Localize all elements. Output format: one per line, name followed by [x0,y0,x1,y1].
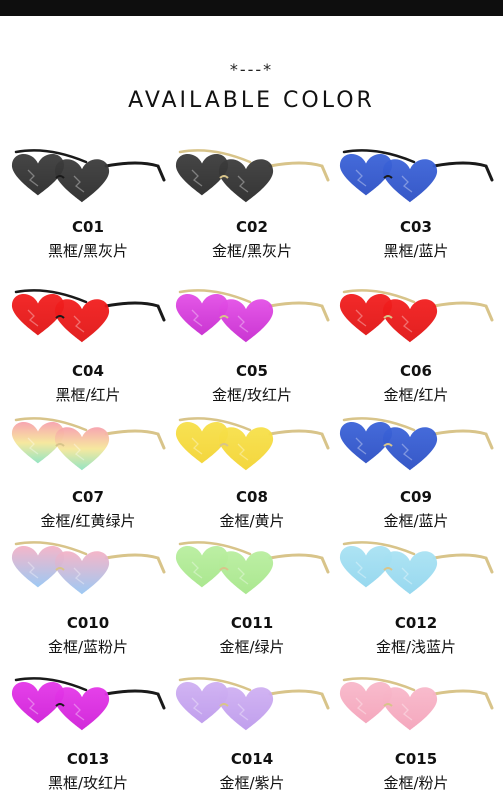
variant-description: 金框/黄片 [219,512,285,530]
variant-description: 金框/绿片 [219,638,285,656]
header-decoration: *---* [229,60,274,79]
variant-code: C015 [394,750,438,768]
variant-description: 黑框/红片 [55,386,121,404]
sunglasses-image [11,541,166,595]
sunglasses-image [339,289,494,343]
variant-code: C014 [230,750,274,768]
variant-code: C09 [400,488,432,506]
variant-description: 金框/红黄绿片 [40,512,136,530]
variant-description: 金框/紫片 [219,774,285,792]
variant-code: C012 [394,614,438,632]
sunglasses-image [11,677,166,731]
variant-code: C03 [400,218,432,236]
variant-description: 金框/黑灰片 [211,242,293,260]
sunglasses-image [11,149,166,203]
variant-code: C01 [72,218,104,236]
variant-code: C07 [72,488,104,506]
sunglasses-image [175,541,330,595]
variant-description: 金框/红片 [383,386,449,404]
variant-description: 黑框/玫红片 [47,774,129,792]
sunglasses-image [175,149,330,203]
variant-description: 金框/粉片 [383,774,449,792]
sunglasses-image [339,541,494,595]
variant-code: C08 [236,488,268,506]
variant-description: 金框/蓝粉片 [47,638,129,656]
sunglasses-image [339,677,494,731]
variant-code: C011 [230,614,274,632]
sunglasses-image [339,417,494,471]
variant-code: C06 [400,362,432,380]
variant-code: C02 [236,218,268,236]
variant-description: 黑框/黑灰片 [47,242,129,260]
page-title: AVAILABLE COLOR [128,88,375,113]
sunglasses-image [175,677,330,731]
variant-code: C010 [66,614,110,632]
variant-code: C013 [66,750,110,768]
variant-code: C05 [236,362,268,380]
variant-code: C04 [72,362,104,380]
sunglasses-image [11,417,166,471]
variant-description: 黑框/蓝片 [383,242,449,260]
variant-description: 金框/浅蓝片 [375,638,457,656]
sunglasses-image [339,149,494,203]
variant-description: 金框/玫红片 [211,386,293,404]
sunglasses-image [175,417,330,471]
top-bar [0,0,503,16]
sunglasses-image [175,289,330,343]
variant-description: 金框/蓝片 [383,512,449,530]
sunglasses-image [11,289,166,343]
